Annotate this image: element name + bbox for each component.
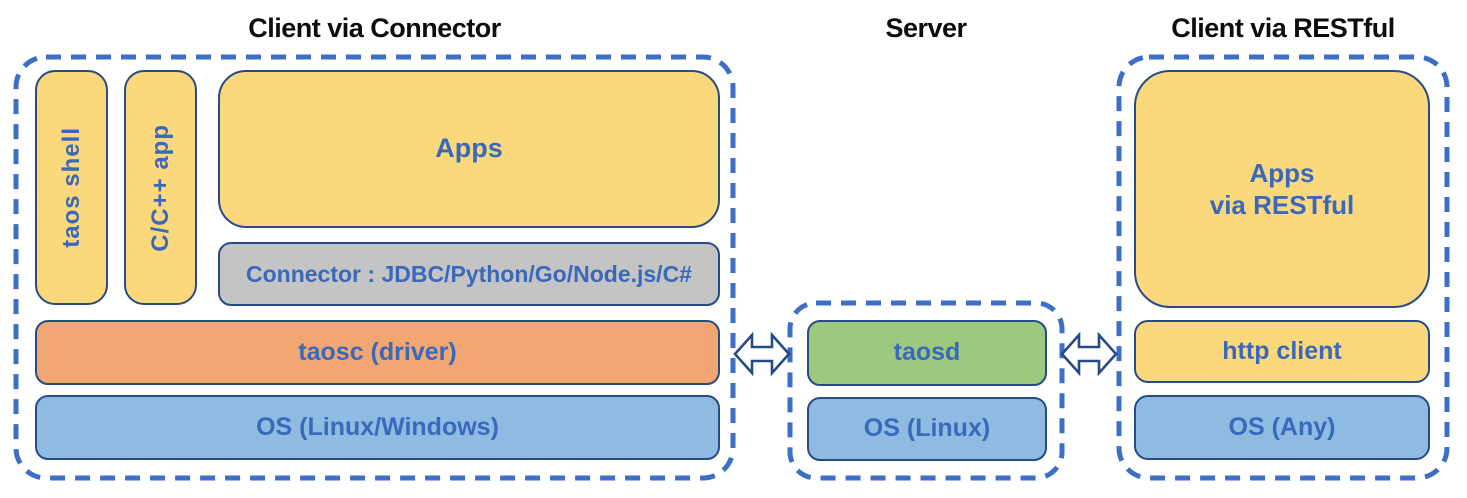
taos-shell-label: taos shell xyxy=(57,127,85,248)
os-any-label: OS (Any) xyxy=(1228,412,1336,441)
cpp-app-label: C/C++ app xyxy=(146,123,174,252)
cpp-app-box: C/C++ app xyxy=(124,70,197,305)
apps-via-restful-line2: via RESTful xyxy=(1209,190,1355,220)
section-title-server: Server xyxy=(885,13,967,43)
taos-shell-box: taos shell xyxy=(35,70,108,305)
client-connector-group-border xyxy=(13,54,736,481)
server-group-border xyxy=(787,300,1065,481)
connector-box: Connector : JDBC/Python/Go/Node.js/C# xyxy=(218,242,720,306)
client-restful-group-border xyxy=(1116,54,1450,481)
taosc-driver-label: taosc (driver) xyxy=(298,337,457,366)
os-any-box: OS (Any) xyxy=(1134,395,1430,460)
double-arrow-icon xyxy=(1060,331,1118,377)
os-linux-windows-box: OS (Linux/Windows) xyxy=(35,395,720,460)
taosd-label: taosd xyxy=(893,338,961,367)
os-linux-label: OS (Linux) xyxy=(863,414,991,443)
apps-via-restful-line1: Apps xyxy=(1249,157,1315,188)
taosd-box: taosd xyxy=(807,320,1047,386)
apps-via-restful-label: Apps via RESTful xyxy=(1210,157,1354,222)
section-title-client-connector: Client via Connector xyxy=(248,13,501,43)
http-client-box: http client xyxy=(1134,320,1430,383)
http-client-label: http client xyxy=(1222,336,1342,365)
section-title-client-restful: Client via RESTful xyxy=(1171,13,1395,43)
connector-label: Connector : JDBC/Python/Go/Node.js/C# xyxy=(246,260,692,287)
apps-label: Apps xyxy=(435,133,503,164)
os-linux-box: OS (Linux) xyxy=(807,397,1047,461)
apps-via-restful-box: Apps via RESTful xyxy=(1134,70,1430,308)
double-arrow-icon xyxy=(733,331,791,377)
os-linux-windows-label: OS (Linux/Windows) xyxy=(256,412,499,441)
taosc-driver-box: taosc (driver) xyxy=(35,320,720,385)
apps-box: Apps xyxy=(218,70,720,228)
